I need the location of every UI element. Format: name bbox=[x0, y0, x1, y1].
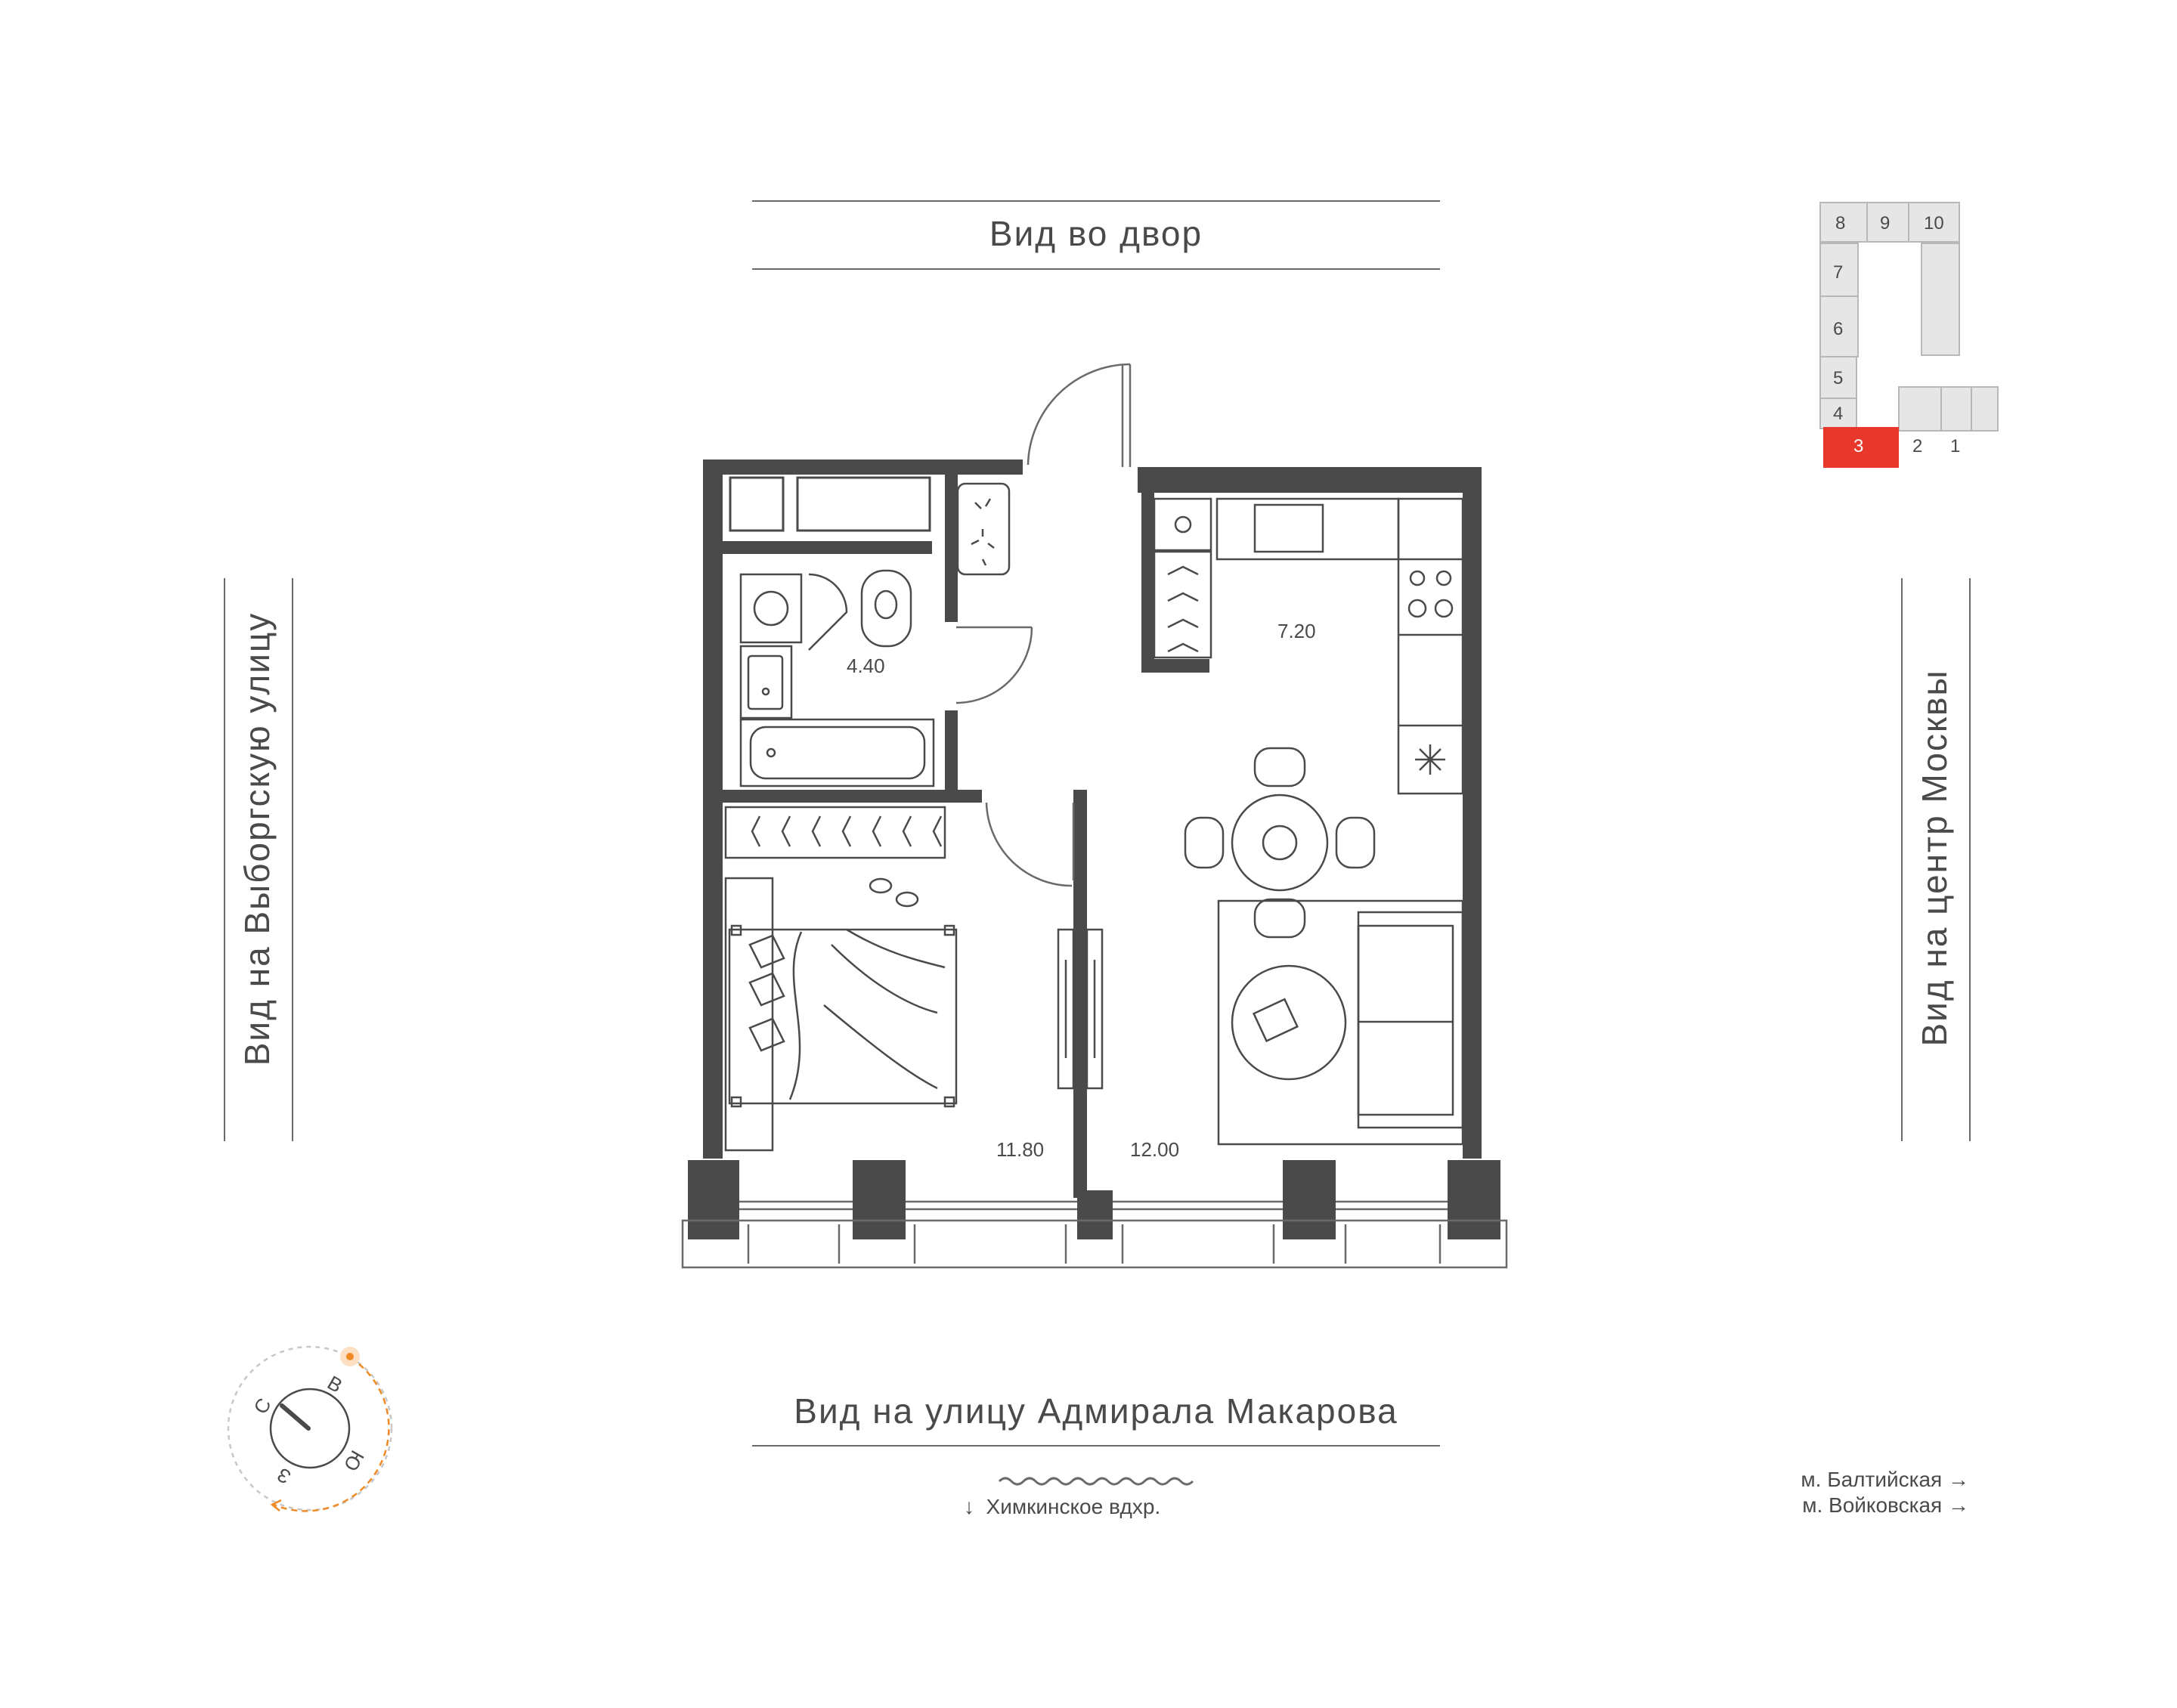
bathroom-area-label: 4.40 bbox=[847, 654, 885, 677]
right-view-line-left bbox=[1901, 578, 1903, 1141]
compass-outer-ring bbox=[227, 1345, 393, 1512]
compass-north: С bbox=[249, 1394, 275, 1418]
bathroom-fixtures bbox=[739, 569, 935, 787]
living-furniture bbox=[1217, 899, 1464, 1146]
top-view-label: Вид во двор bbox=[989, 214, 1203, 253]
section-7: 7 bbox=[1833, 262, 1843, 283]
entry-radiator bbox=[956, 482, 1011, 576]
kitchen-area-label: 7.20 bbox=[1277, 620, 1316, 642]
water-wave-icon bbox=[998, 1477, 1194, 1486]
section-2: 2 bbox=[1912, 436, 1922, 456]
section-3: 3 bbox=[1853, 436, 1863, 456]
sun-path-arrow-icon bbox=[270, 1499, 282, 1512]
bottom-view-label: Вид на улицу Адмирала Макарова bbox=[794, 1391, 1398, 1431]
left-view-line-right bbox=[292, 578, 293, 1141]
section-3-highlight bbox=[1823, 427, 1899, 468]
section-10: 10 bbox=[1924, 213, 1944, 234]
bedroom-door bbox=[985, 802, 1075, 887]
right-view-line-right bbox=[1969, 578, 1971, 1141]
section-5: 5 bbox=[1833, 368, 1843, 388]
living-area-label: 12.00 bbox=[1130, 1138, 1179, 1161]
kitchen-set bbox=[1153, 497, 1464, 795]
section-8: 8 bbox=[1835, 213, 1845, 234]
left-view-line-left bbox=[224, 578, 225, 1141]
compass-inner-circle bbox=[269, 1388, 351, 1469]
section-9: 9 bbox=[1880, 213, 1890, 234]
compass-needle bbox=[280, 1403, 311, 1431]
bed bbox=[724, 877, 958, 1152]
metro-voykovskaya: м. Войковская → bbox=[1802, 1493, 1969, 1517]
top-view-line-upper bbox=[752, 200, 1440, 202]
windows bbox=[681, 1200, 1508, 1269]
bottom-view-line bbox=[752, 1445, 1440, 1447]
metro-baltiyskaya: м. Балтийская → bbox=[1801, 1468, 1969, 1491]
tv-cabinet bbox=[1057, 928, 1104, 1090]
top-view-line-lower bbox=[752, 268, 1440, 270]
entrance-door bbox=[1027, 363, 1132, 467]
storage-closets bbox=[729, 476, 931, 532]
sun-path-arc bbox=[271, 1363, 390, 1512]
bathroom-door bbox=[955, 626, 1033, 704]
section-4: 4 bbox=[1833, 404, 1843, 424]
compass-widget: С В Ю З bbox=[227, 1345, 393, 1512]
compass-west: З bbox=[273, 1463, 295, 1489]
dining-table bbox=[1184, 747, 1376, 939]
water-label: ↓ Химкинское вдхр. bbox=[964, 1495, 1161, 1518]
section-1: 1 bbox=[1950, 436, 1960, 456]
bedroom-area-label: 11.80 bbox=[996, 1138, 1044, 1161]
compass-south: Ю bbox=[339, 1447, 369, 1475]
walls bbox=[688, 459, 1500, 1239]
bedroom-wardrobe bbox=[724, 806, 946, 908]
building-section-map: 8 9 10 7 6 5 4 3 2 1 bbox=[1819, 202, 1999, 468]
section-6: 6 bbox=[1833, 319, 1843, 339]
